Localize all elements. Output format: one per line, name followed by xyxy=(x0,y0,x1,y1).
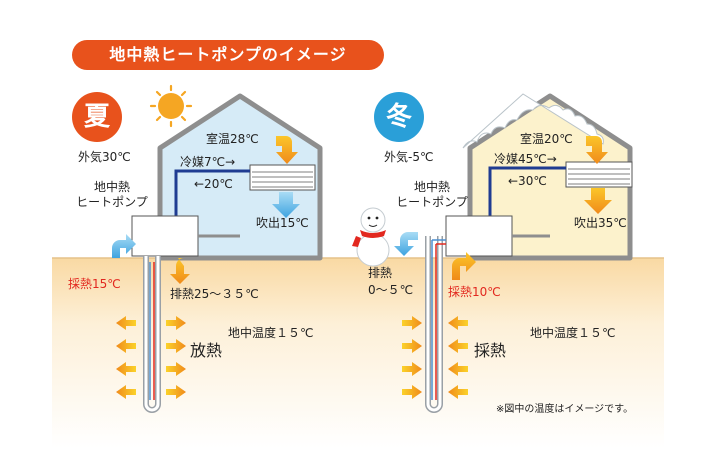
winter-refrigerant-temp: 冷媒45℃→ xyxy=(494,152,557,166)
summer-heat-arrow-right xyxy=(166,339,186,353)
summer-heat-pump-unit xyxy=(131,215,199,257)
winter-heat-collect: 採熱10℃ xyxy=(448,285,501,299)
summer-heat-discharge: 排熱25～３５℃ xyxy=(170,287,259,301)
summer-discharge-arrow xyxy=(170,258,190,284)
summer-heat-arrow-left xyxy=(116,339,136,353)
summer-mode-label: 放熱 xyxy=(190,341,223,360)
summer-heat-arrow-right xyxy=(166,385,186,399)
summer-heat-arrow-left xyxy=(116,362,136,376)
winter-heat-arrow-right-in xyxy=(448,316,468,330)
summer-heat-pump-label-1: 地中熱 xyxy=(93,180,130,194)
summer-collect-arrow xyxy=(112,234,136,258)
winter-heat-arrow-left-in xyxy=(402,362,422,376)
sun-icon xyxy=(149,84,193,128)
summer-heat-collect: 採熱15℃ xyxy=(68,277,121,291)
summer-heat-pump-label-2: ヒートポンプ xyxy=(76,195,148,209)
winter-heat-arrow-right-in xyxy=(448,362,468,376)
summer-return-temp: ←20℃ xyxy=(194,177,233,191)
winter-ground-loop xyxy=(425,236,446,413)
winter-heat-arrow-right-in xyxy=(448,385,468,399)
summer-heat-arrow-left xyxy=(116,316,136,330)
winter-heat-arrow-left-in xyxy=(402,339,422,353)
winter-season-badge: 冬 xyxy=(374,92,424,142)
summer-refrigerant-pipe xyxy=(174,169,250,220)
summer-outlet-temp: 吹出15℃ xyxy=(256,216,309,230)
summer-heat-arrow-right xyxy=(166,362,186,376)
winter-outlet-temp: 吹出35℃ xyxy=(574,216,627,230)
snowman-icon xyxy=(352,207,390,267)
winter-heat-pump-label-1: 地中熱 xyxy=(413,180,450,194)
summer-season-badge: 夏 xyxy=(72,92,122,142)
winter-return-temp: ←30℃ xyxy=(508,174,547,188)
footnote: ※図中の温度はイメージです。 xyxy=(496,404,634,415)
summer-refrigerant-temp: 冷媒7℃→ xyxy=(180,155,236,169)
winter-discharge-arrow xyxy=(394,232,418,256)
winter-heat-arrow-left-in xyxy=(402,385,422,399)
page-title: 地中熱ヒートポンプのイメージ xyxy=(72,40,384,70)
summer-ground-temp: 地中温度１５℃ xyxy=(228,326,314,340)
summer-outside-temp: 外気30℃ xyxy=(78,150,131,164)
winter-return-air-arrow xyxy=(586,136,608,164)
summer-outlet-air-arrow xyxy=(272,192,300,218)
winter-heat-arrow-left-in xyxy=(402,316,422,330)
summer-indoor-unit xyxy=(249,164,316,191)
winter-refrigerant-pipe xyxy=(488,166,566,220)
winter-indoor-unit xyxy=(565,161,633,188)
summer-heat-arrow-left xyxy=(116,385,136,399)
winter-room-temp: 室温20℃ xyxy=(520,132,573,146)
winter-heat-discharge-label: 排熱 xyxy=(368,266,393,280)
winter-collect-arrow xyxy=(452,252,476,280)
winter-heat-arrow-right-in xyxy=(448,339,468,353)
summer-heat-arrow-right xyxy=(166,316,186,330)
summer-room-temp: 室温28℃ xyxy=(206,132,259,146)
winter-outlet-air-arrow xyxy=(584,188,612,214)
winter-heat-pump-label-2: ヒートポンプ xyxy=(396,195,468,209)
winter-heat-discharge-range: 0～５℃ xyxy=(368,283,414,297)
winter-outside-temp: 外気-5℃ xyxy=(384,150,434,164)
winter-heat-pump-unit xyxy=(445,215,513,257)
winter-ground-temp: 地中温度１５℃ xyxy=(530,326,616,340)
winter-mode-label: 採熱 xyxy=(474,341,507,360)
summer-ground-loop xyxy=(143,256,161,413)
summer-return-air-arrow xyxy=(276,136,298,164)
